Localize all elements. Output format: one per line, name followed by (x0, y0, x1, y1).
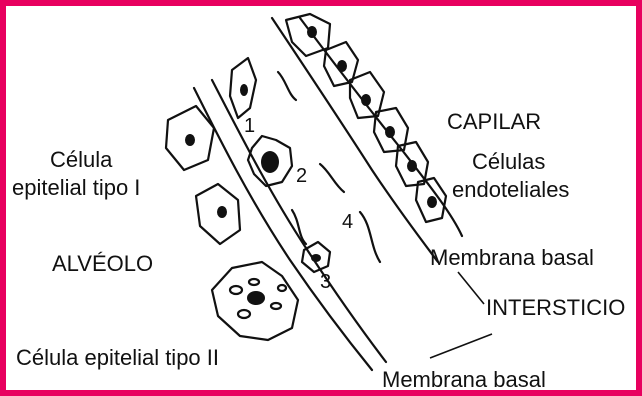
nucleus (307, 26, 317, 38)
label-intersticio: INTERSTICIO (486, 296, 625, 319)
label-capilar: CAPILAR (447, 110, 541, 133)
label-celulas-endoteliales-1: Células (472, 150, 545, 173)
capillary-wall-inner (300, 18, 462, 236)
label-celula-tipo-i-2: epitelial tipo I (12, 176, 140, 199)
intersticio-pointer-top (458, 272, 484, 304)
nucleus (247, 291, 265, 305)
type-i-cells (166, 106, 240, 244)
nucleus (361, 94, 371, 106)
intersticio-pointer-bottom (430, 334, 492, 358)
fiber-b (320, 164, 344, 192)
label-celula-tipo-i-1: Célula (50, 148, 112, 171)
number-4: 4 (342, 212, 353, 233)
number-3: 3 (320, 272, 331, 293)
nucleus (261, 151, 279, 173)
number-2: 2 (296, 166, 307, 187)
nucleus (185, 134, 195, 146)
alveolar-wall-inner (212, 80, 386, 362)
nucleus (385, 126, 395, 138)
number-1: 1 (244, 116, 255, 137)
fiber-a (278, 72, 296, 100)
nucleus (217, 206, 227, 218)
endothelial-cells (286, 14, 446, 222)
nucleus (427, 196, 437, 208)
label-membrana-basal-bottom: Membrana basal (382, 368, 546, 391)
label-alveolo: ALVÉOLO (52, 252, 153, 275)
nucleus (407, 160, 417, 172)
label-celulas-endoteliales-2: endoteliales (452, 178, 569, 201)
nucleus (240, 84, 248, 96)
label-celula-tipo-ii: Célula epitelial tipo II (16, 346, 219, 369)
fiber-d (360, 212, 380, 262)
label-membrana-basal-top: Membrana basal (430, 246, 594, 269)
nucleus (337, 60, 347, 72)
nucleus (311, 254, 321, 262)
